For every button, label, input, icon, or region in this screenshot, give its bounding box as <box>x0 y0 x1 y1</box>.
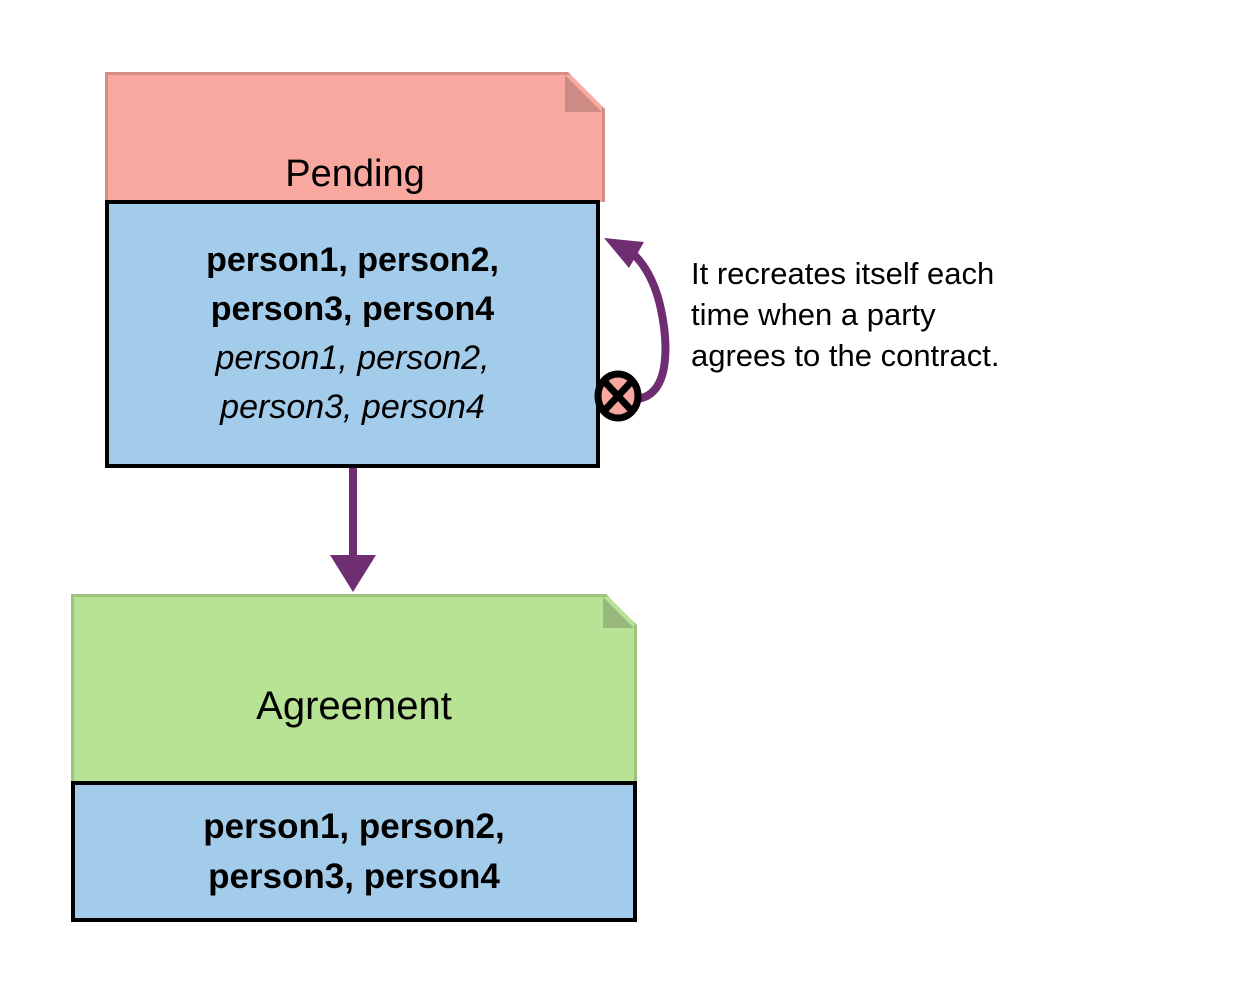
self-loop-arrow-head <box>604 238 644 268</box>
agreement-note-title: Agreement <box>256 684 452 728</box>
self-loop-arrow-shaft <box>616 241 670 403</box>
agreement-note[interactable]: Agreement <box>71 594 637 784</box>
transition-arrow-head <box>330 555 376 592</box>
annotation-line-1: It recreates itself each <box>691 256 995 291</box>
pending-member-line-bold-2: person3, person4 <box>210 290 495 328</box>
agreement-member-line-1: person1, person2, <box>203 806 505 846</box>
pending-note[interactable]: Pending <box>105 72 605 202</box>
pending-member-line-italic-1: person1, person2, <box>215 339 490 377</box>
pending-member-line-italic-2: person3, person4 <box>220 388 485 426</box>
destroy-marker-x-stroke-2-icon <box>600 377 636 415</box>
recreate-self-loop-arrow <box>604 238 670 403</box>
agreement-members-box[interactable]: person1, person2, person3, person4 <box>71 781 637 922</box>
annotation-line-3: agrees to the contract. <box>691 338 1000 373</box>
agreement-note-fold-corner-icon <box>603 597 634 628</box>
pending-note-title: Pending <box>285 153 425 195</box>
destroy-marker-x-stroke-1-icon <box>600 377 636 415</box>
pending-member-line-bold-1: person1, person2, <box>206 241 499 279</box>
pending-to-agreement-arrow <box>330 468 376 592</box>
pending-members-box[interactable]: person1, person2, person3, person4 perso… <box>105 200 600 468</box>
annotation-text: It recreates itself each time when a par… <box>691 253 1131 376</box>
pending-note-body <box>105 72 605 202</box>
destroy-marker[interactable] <box>594 370 642 422</box>
agreement-note-body <box>71 594 637 784</box>
annotation-line-2: time when a party <box>691 297 936 332</box>
agreement-member-line-2: person3, person4 <box>208 856 500 896</box>
destroy-marker-circle-icon <box>594 370 642 422</box>
